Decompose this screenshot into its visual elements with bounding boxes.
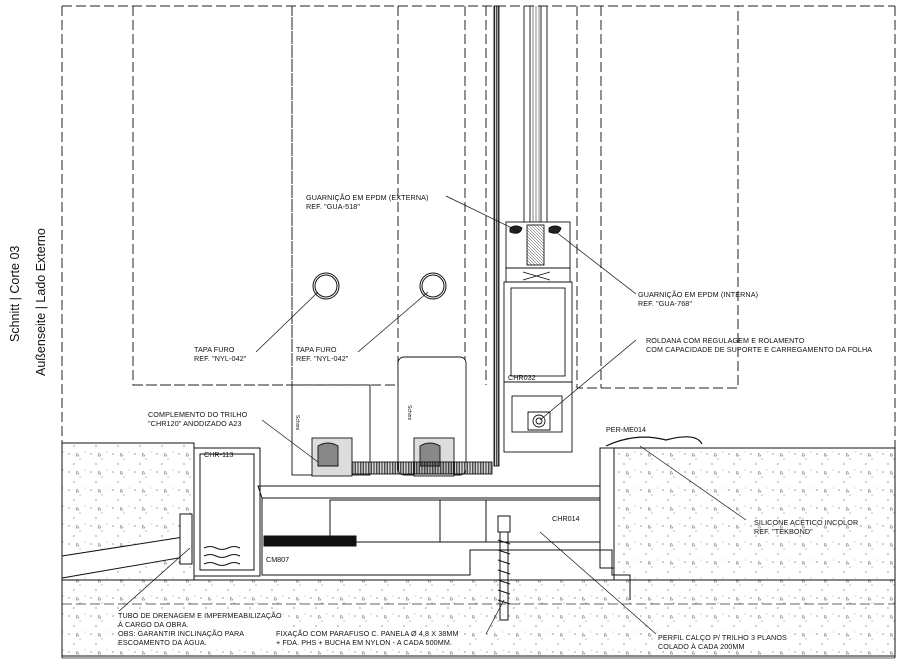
part-tag-chr113: CHR-113 xyxy=(204,450,234,459)
sash-bottom-profiles xyxy=(291,356,493,477)
annotation-line: OBS: GARANTIR INCLINAÇÃO PARA xyxy=(118,629,245,638)
sash-panels xyxy=(132,6,739,389)
leader-lines xyxy=(117,195,747,635)
annotation-line: REF. "TEKBOND" xyxy=(754,527,813,536)
annotation-line: TAPA FURO xyxy=(296,345,337,354)
annotation-line: COMPLEMENTO DO TRILHO xyxy=(148,410,248,419)
part-tag-per-me014: PER-ME014 xyxy=(606,425,646,434)
annotation-tapa-furo-2: TAPA FURO REF. "NYL-042" xyxy=(296,345,348,363)
tapa-furo-holes xyxy=(312,272,447,300)
annotation-line: + FDA. PHS + BUCHA EM NYLON - A CADA 500… xyxy=(276,638,453,647)
fixing-screw xyxy=(497,515,511,621)
annotation-complemento-trilho: COMPLEMENTO DO TRILHO "CHR120" ANODIZADO… xyxy=(148,410,247,428)
annotation-line: REF. "GUA-768" xyxy=(638,299,693,308)
annotation-line: REF. "GUA-518" xyxy=(306,202,361,211)
annotation-line: REF. "NYL-042" xyxy=(194,354,247,363)
annotation-line: TUBO DE DRENAGEM E IMPERMEABILIZAÇÃO xyxy=(118,611,282,620)
annotation-perfil-calco: PERFIL CALÇO P/ TRILHO 3 PLANOS COLADO À… xyxy=(658,633,787,651)
annotation-line: PERFIL CALÇO P/ TRILHO 3 PLANOS xyxy=(658,633,787,642)
section-title-line2: Außenseite | Lado Externo xyxy=(34,228,48,376)
part-tag-chr014: CHR014 xyxy=(552,514,580,523)
profile-brand-label: Schimi xyxy=(294,415,300,431)
annotation-line: À CARGO DA OBRA. xyxy=(118,620,189,629)
drain-box xyxy=(193,447,261,577)
annotation-roldana: ROLDANA COM REGULAGEM E ROLAMENTO COM CA… xyxy=(646,336,872,354)
glass-profile xyxy=(493,5,573,467)
annotation-line: SILICONE ACÉTICO INCOLOR xyxy=(754,518,859,527)
annotation-line: ROLDANA COM REGULAGEM E ROLAMENTO xyxy=(646,336,805,345)
annotation-silicone: SILICONE ACÉTICO INCOLOR REF. "TEKBOND" xyxy=(754,518,858,536)
annotation-line: REF. "NYL-042" xyxy=(296,354,349,363)
annotation-guarnicao-externa: GUARNIÇÃO EM EPDM (EXTERNA) REF. "GUA-51… xyxy=(306,193,429,211)
annotation-line: ESCOAMENTO DA ÁGUA. xyxy=(118,638,207,647)
annotation-tubo-drenagem: TUBO DE DRENAGEM E IMPERMEABILIZAÇÃO À C… xyxy=(118,611,282,647)
annotation-guarnicao-interna: GUARNIÇÃO EM EPDM (INTERNA) REF. "GUA-76… xyxy=(638,290,758,308)
frame-outline xyxy=(61,5,896,658)
annotation-line: COM CAPACIDADE DE SUPORTE E CARREGAMENTO… xyxy=(646,345,873,354)
annotation-line: "CHR120" ANODIZADO A23 xyxy=(148,419,242,428)
annotation-line: GUARNIÇÃO EM EPDM (INTERNA) xyxy=(638,290,759,299)
annotation-line: FIXAÇÃO COM PARAFUSO C. PANELA Ø 4,8 X 3… xyxy=(276,629,459,638)
drain-tube xyxy=(61,513,193,579)
annotation-fixacao: FIXAÇÃO COM PARAFUSO C. PANELA Ø 4,8 X 3… xyxy=(276,629,459,647)
profile-brand-label: Schimi xyxy=(406,405,412,421)
annotation-tapa-furo-1: TAPA FURO REF. "NYL-042" xyxy=(194,345,246,363)
annotation-line: GUARNIÇÃO EM EPDM (EXTERNA) xyxy=(306,193,429,202)
annotation-line: COLADO À CADA 200MM xyxy=(658,642,745,651)
section-title-line1: Schnitt | Corte 03 xyxy=(8,245,22,342)
annotation-line: TAPA FURO xyxy=(194,345,235,354)
part-tag-cm807: CM807 xyxy=(266,555,290,564)
part-tag-chr032: CHR032 xyxy=(508,373,536,382)
